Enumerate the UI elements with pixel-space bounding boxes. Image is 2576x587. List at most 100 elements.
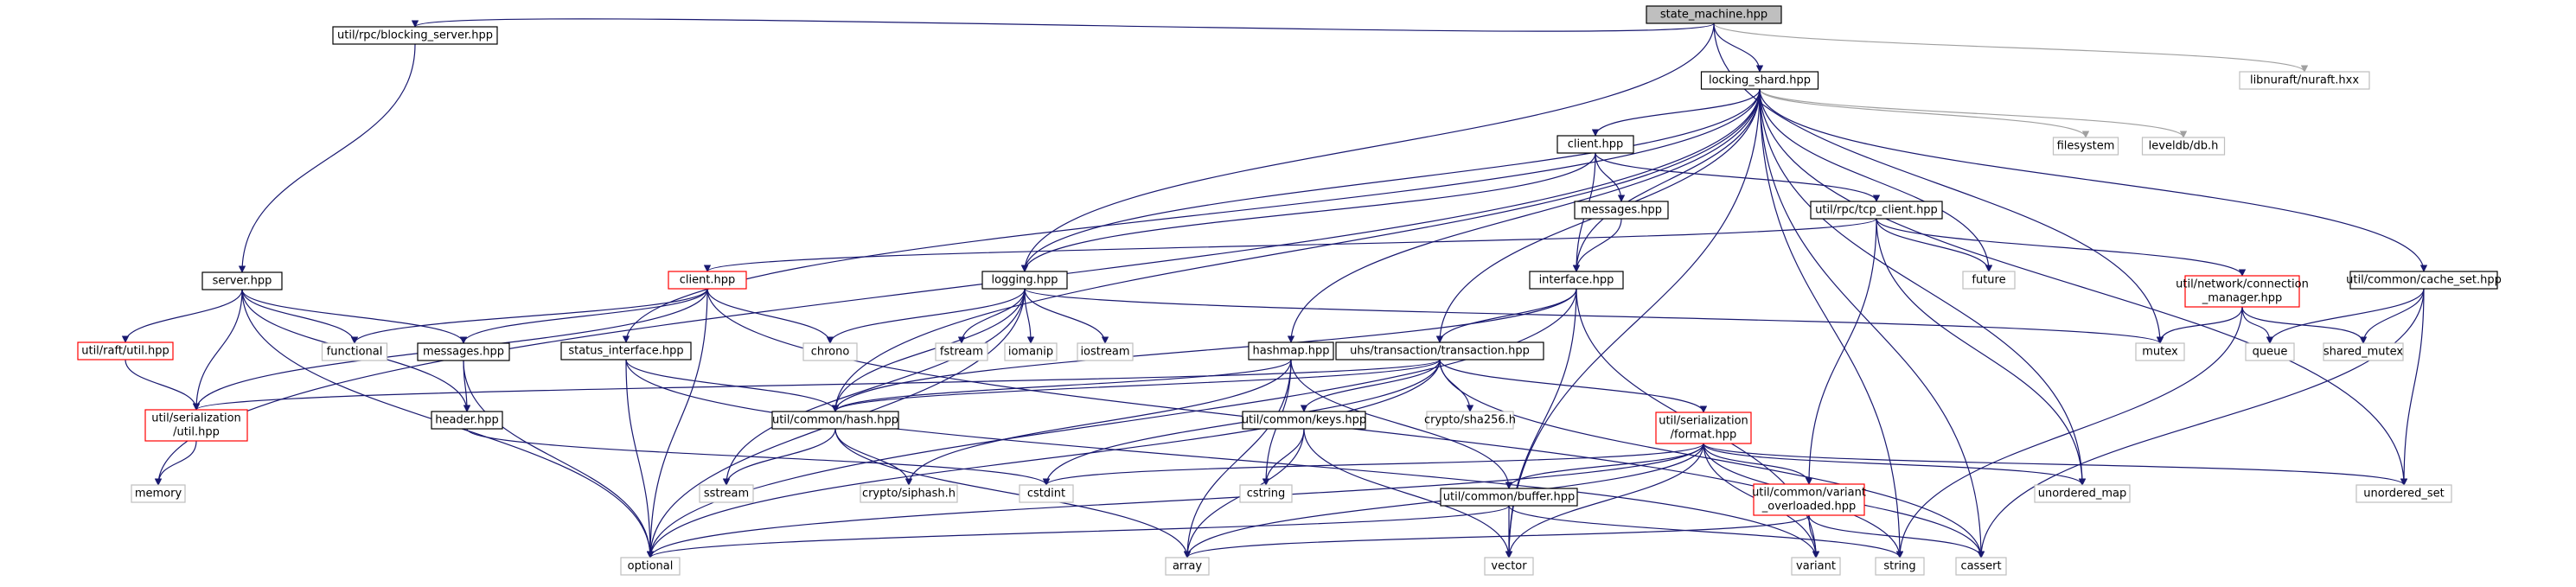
node-tcp_client[interactable]: util/rpc/tcp_client.hpp — [1810, 201, 1943, 220]
node-locking_shard[interactable]: locking_shard.hpp — [1700, 71, 1819, 90]
node-box-cstdint — [1019, 484, 1074, 503]
node-leveldb: leveldb/db.h — [2141, 137, 2226, 156]
edge-hashmap-to-siphash — [904, 359, 1292, 486]
node-box-iomanip — [1004, 342, 1058, 361]
node-label-variant_ov: _overloaded.hpp — [1761, 501, 1856, 514]
node-variant_ov[interactable]: util/common/variant_overloaded.hpp — [1752, 483, 1866, 516]
node-client2[interactable]: client.hpp — [1556, 135, 1634, 154]
edge-logging-to-chrono — [826, 288, 1026, 344]
node-label-hash: util/common/hash.hpp — [772, 414, 898, 427]
node-array: array — [1165, 557, 1210, 576]
edge-locking_shard-to-memory — [154, 88, 1761, 486]
node-string: string — [1875, 557, 1925, 576]
node-label-variant_ov: util/common/variant — [1752, 487, 1866, 500]
node-box-hash — [771, 411, 899, 430]
edge-cache_set-to-queue — [2266, 288, 2425, 344]
node-optional: optional — [620, 557, 681, 576]
node-label-client2: client.hpp — [1568, 138, 1624, 151]
edge-logging-to-hash — [831, 288, 1026, 412]
node-blocking_server[interactable]: util/rpc/blocking_server.hpp — [332, 26, 498, 45]
node-iostream: iostream — [1077, 342, 1134, 361]
node-memory: memory — [131, 484, 186, 503]
edge-hash-to-siphash — [834, 428, 913, 486]
node-box-conn_mgr — [2184, 275, 2300, 308]
edge-transaction-to-hash — [831, 359, 1441, 412]
node-box-functional — [321, 342, 388, 361]
node-cache_set[interactable]: util/common/cache_set.hpp — [2346, 271, 2502, 290]
edge-status_iface-to-variant — [625, 359, 1820, 558]
edge-locking_shard-to-logging — [1020, 88, 1761, 272]
node-box-state_machine — [1646, 5, 1782, 24]
edge-logging-to-sstream — [722, 288, 1026, 486]
node-cstdint: cstdint — [1019, 484, 1074, 503]
node-box-client2 — [1556, 135, 1634, 154]
node-hashmap[interactable]: hashmap.hpp — [1248, 341, 1334, 360]
node-siphash: crypto/siphash.h — [860, 484, 958, 503]
edge-transaction-to-sha256 — [1439, 359, 1474, 412]
node-box-leveldb — [2141, 137, 2226, 156]
node-iomanip: iomanip — [1004, 342, 1058, 361]
node-ser_util[interactable]: util/serialization/util.hpp — [144, 409, 248, 442]
edges-layer — [121, 18, 2428, 558]
node-status_iface[interactable]: status_interface.hpp — [560, 341, 692, 360]
edge-locking_shard-to-hash — [831, 88, 1761, 412]
node-state_machine[interactable]: state_machine.hpp — [1646, 5, 1782, 24]
edge-blocking_server-to-server — [238, 43, 416, 273]
node-messages1[interactable]: messages.hpp — [417, 342, 510, 361]
node-header[interactable]: header.hpp — [431, 411, 503, 430]
node-client1[interactable]: client.hpp — [668, 271, 747, 290]
node-label-tcp_client: util/rpc/tcp_client.hpp — [1815, 204, 1938, 217]
edge-locking_shard-to-string — [1759, 88, 1904, 558]
edge-format-to-unordered_set — [1703, 443, 2407, 486]
node-cassert: cassert — [1955, 557, 2007, 576]
node-box-status_iface — [560, 341, 692, 360]
node-box-optional — [620, 557, 681, 576]
edge-client1-to-optional — [646, 288, 708, 558]
node-box-cassert — [1955, 557, 2007, 576]
node-label-status_iface: status_interface.hpp — [568, 345, 683, 358]
edge-server-to-ser_util — [192, 289, 243, 411]
node-raft_util[interactable]: util/raft/util.hpp — [77, 341, 174, 360]
node-label-messages1: messages.hpp — [423, 346, 504, 359]
node-label-iostream: iostream — [1080, 346, 1129, 359]
node-label-logging: logging.hpp — [991, 274, 1058, 287]
node-keys[interactable]: util/common/keys.hpp — [1242, 411, 1366, 430]
node-mutex: mutex — [2135, 342, 2185, 361]
node-sha256: crypto/sha256.h — [1424, 411, 1516, 430]
edge-hash-to-sstream — [722, 428, 836, 486]
edge-transaction-to-keys — [1300, 359, 1441, 412]
node-box-logging — [981, 271, 1068, 290]
node-label-array: array — [1173, 560, 1202, 573]
node-label-messages2: messages.hpp — [1581, 204, 1662, 217]
node-box-cstring — [1239, 484, 1293, 503]
node-functional: functional — [321, 342, 388, 361]
node-hash[interactable]: util/common/hash.hpp — [771, 411, 899, 430]
node-chrono: chrono — [802, 342, 858, 361]
node-conn_mgr[interactable]: util/network/connection_manager.hpp — [2176, 275, 2309, 308]
node-label-unordered_set: unordered_set — [2363, 488, 2444, 501]
edge-format-to-buffer — [1505, 443, 1704, 489]
node-label-server: server.hpp — [213, 275, 272, 288]
node-box-hashmap — [1248, 341, 1334, 360]
edge-tcp_client-to-conn_mgr — [1876, 218, 2247, 277]
node-box-ser_util — [144, 409, 248, 442]
node-messages2[interactable]: messages.hpp — [1574, 201, 1669, 220]
node-label-client1: client.hpp — [680, 274, 736, 287]
node-label-fstream: fstream — [940, 346, 983, 359]
edge-client1-to-chrono — [706, 288, 834, 344]
node-format[interactable]: util/serialization/format.hpp — [1655, 412, 1752, 444]
node-box-filesystem — [2052, 137, 2119, 156]
node-server[interactable]: server.hpp — [201, 271, 283, 290]
node-label-future: future — [1972, 274, 2005, 287]
node-logging[interactable]: logging.hpp — [981, 271, 1068, 290]
edge-state_machine-to-nuraft — [1713, 22, 2309, 73]
node-label-filesystem: filesystem — [2057, 140, 2115, 153]
node-transaction[interactable]: uhs/transaction/transaction.hpp — [1335, 341, 1544, 360]
node-label-mutex: mutex — [2142, 346, 2178, 359]
edge-format-to-cstdint — [1042, 443, 1704, 486]
node-box-buffer — [1440, 488, 1578, 507]
edge-keys-to-cstring — [1262, 428, 1305, 486]
node-buffer[interactable]: util/common/buffer.hpp — [1440, 488, 1578, 507]
node-interface[interactable]: interface.hpp — [1529, 271, 1624, 290]
